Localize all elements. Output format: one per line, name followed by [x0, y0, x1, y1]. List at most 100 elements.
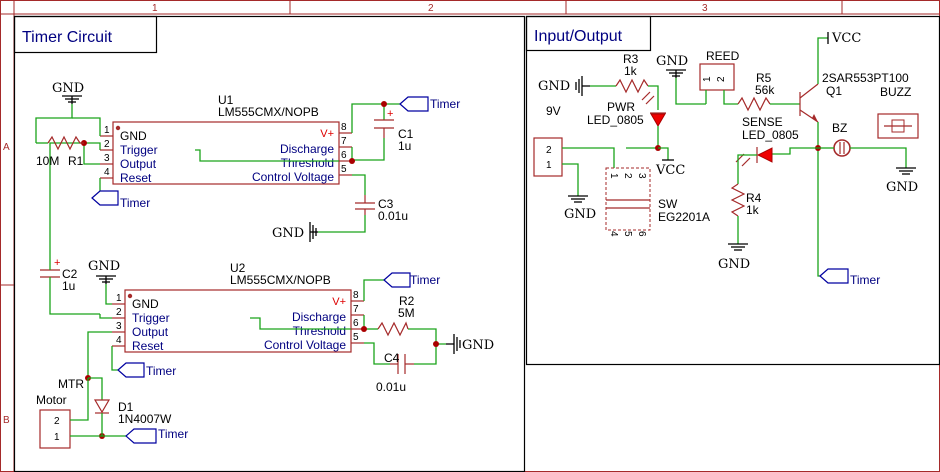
c1-ref: C1: [398, 127, 414, 141]
vcc-label-1: VCC: [655, 163, 685, 178]
resistor-r2[interactable]: R2 5M: [377, 294, 415, 337]
sw-pin-4: 4: [608, 231, 619, 237]
r1-ref: R1: [68, 154, 84, 168]
timer-label-1: Timer: [430, 97, 460, 111]
timer-port-6: Timer: [819, 268, 880, 287]
reed-switch[interactable]: 1 2 REED: [699, 49, 740, 91]
vcc-label-2: VCC: [831, 31, 861, 46]
u1-pin4-name: Reset: [120, 171, 152, 185]
switch-sw[interactable]: 1 2 3 4 5 6 SW EG2201A: [605, 167, 710, 237]
c1-value: 1u: [398, 139, 411, 153]
gnd-symbol-bz: GND: [886, 167, 918, 195]
sw-pin-5: 5: [622, 231, 633, 237]
capacitor-c2[interactable]: + C2 1u: [40, 257, 78, 293]
gnd-symbol-u2: GND: [88, 259, 120, 284]
timer-port-3: Timer: [383, 272, 440, 288]
reed-pin-1: 1: [702, 76, 713, 82]
sense-led-value: LED_0805: [742, 128, 799, 142]
capacitor-c4[interactable]: C4 0.01u: [376, 351, 414, 394]
r3-value: 1k: [624, 64, 638, 78]
sense-led-wire: [772, 147, 818, 155]
reed-ref: REED: [706, 49, 740, 63]
gnd-label-5: GND: [538, 79, 570, 94]
gnd-symbol-r4: GND: [718, 243, 750, 272]
q1-ref: Q1: [826, 84, 842, 98]
pwr-led-value: LED_0805: [587, 113, 644, 127]
u2-ic[interactable]: U2 LM555CMX/NOPB 1 2 3 4 GND Trigger Out…: [112, 261, 364, 353]
u1-pin8-name: V+: [320, 128, 334, 140]
u1-pin4-num: 4: [104, 167, 110, 178]
buzzer-bz[interactable]: [833, 139, 851, 157]
frame-column-1: 1: [152, 3, 158, 14]
gnd-symbol-r2: GND: [446, 334, 494, 354]
transistor-q1[interactable]: 2SAR553PT100 Q1: [799, 71, 909, 123]
u1-ic[interactable]: U1 LM555CMX/NOPB 1 2 3 4 GND Trigger Out…: [100, 93, 352, 185]
d1-ref: D1: [118, 400, 134, 414]
gnd-label-6: GND: [564, 207, 596, 222]
motor-pin-2: 2: [54, 416, 60, 427]
gnd-label-9: GND: [886, 180, 918, 195]
r5-value: 56k: [755, 83, 775, 97]
r4-ref: R4: [746, 191, 762, 205]
gnd-symbol-r3: GND: [538, 76, 590, 96]
d1-value: 1N4007W: [118, 412, 172, 426]
gnd-label-3: GND: [88, 259, 120, 274]
c1-plus: +: [387, 108, 393, 120]
timer-circuit-sheet: Timer Circuit: [13, 15, 526, 472]
timer-label-3: Timer: [410, 273, 440, 287]
r5-ref: R5: [756, 71, 772, 85]
u1-part: LM555CMX/NOPB: [218, 105, 319, 119]
timer-port-1: Timer: [399, 96, 460, 112]
batt-wire-1: [562, 163, 579, 196]
batt-pin-1: 1: [546, 160, 552, 171]
u1-pin5-num: 5: [341, 164, 347, 175]
batt-pin-2: 2: [546, 145, 552, 156]
r2-value: 5M: [398, 306, 415, 320]
u1-pin7-name: Discharge: [280, 142, 334, 156]
resistor-r3[interactable]: R3 1k: [615, 52, 649, 94]
reed-wire-left: [675, 78, 706, 105]
frame-column-2: 2: [428, 3, 434, 14]
resistor-r1[interactable]: 10M R1: [36, 135, 84, 168]
u2-pin3-num: 3: [116, 321, 122, 332]
u2-pin6-num: 6: [353, 318, 359, 329]
u1-pin1-num: 1: [104, 125, 110, 136]
resistor-r4[interactable]: R4 1k: [730, 183, 762, 217]
buzzer-symbol[interactable]: BUZZ: [877, 85, 919, 139]
timer-port-4: Timer: [117, 362, 176, 378]
motor-ref: MTR: [58, 377, 84, 391]
u2-pin7-num: 7: [353, 304, 359, 315]
timer-label-6: Timer: [850, 273, 880, 287]
sense-led-ref: SENSE: [742, 115, 783, 129]
u2-pin1-num: 1: [116, 293, 122, 304]
bz-ref: BZ: [832, 121, 847, 135]
q1-value: 2SAR553PT100: [822, 71, 909, 85]
u1-pin2-name: Trigger: [120, 143, 158, 157]
vcc-wire-sw: [658, 147, 669, 160]
sw-pin-6: 6: [636, 231, 647, 237]
sw-pin-2: 2: [622, 173, 633, 179]
vcc-symbol-q1: VCC: [827, 31, 861, 46]
diode-d1[interactable]: D1 1N4007W: [88, 377, 172, 436]
c2-wires: [49, 262, 100, 315]
io-sheet: Input/Output: [525, 15, 940, 366]
c2-plus: +: [54, 257, 60, 269]
capacitor-c3[interactable]: C3 0.01u: [355, 195, 408, 223]
u1-ref: U1: [218, 93, 234, 107]
r2-ref: R2: [399, 294, 415, 308]
timer-circuit-title: Timer Circuit: [22, 29, 113, 46]
u2-pin8-num: 8: [353, 290, 359, 301]
capacitor-c1[interactable]: + C1 1u: [374, 108, 414, 153]
motor-connector[interactable]: 2 1 MTR Motor: [36, 377, 126, 449]
u1-pin5-name: Control Voltage: [252, 170, 334, 184]
pwr-led[interactable]: PWR LED_0805: [587, 91, 666, 127]
gnd-label-7: GND: [656, 54, 688, 69]
sw-value: EG2201A: [658, 210, 710, 224]
sw-pin-3: 3: [636, 173, 647, 179]
sense-led[interactable]: SENSE LED_0805: [735, 115, 799, 167]
resistor-r5[interactable]: R5 56k: [737, 71, 775, 112]
motor-label: Motor: [36, 393, 67, 407]
battery-connector[interactable]: 2 1: [533, 137, 563, 177]
